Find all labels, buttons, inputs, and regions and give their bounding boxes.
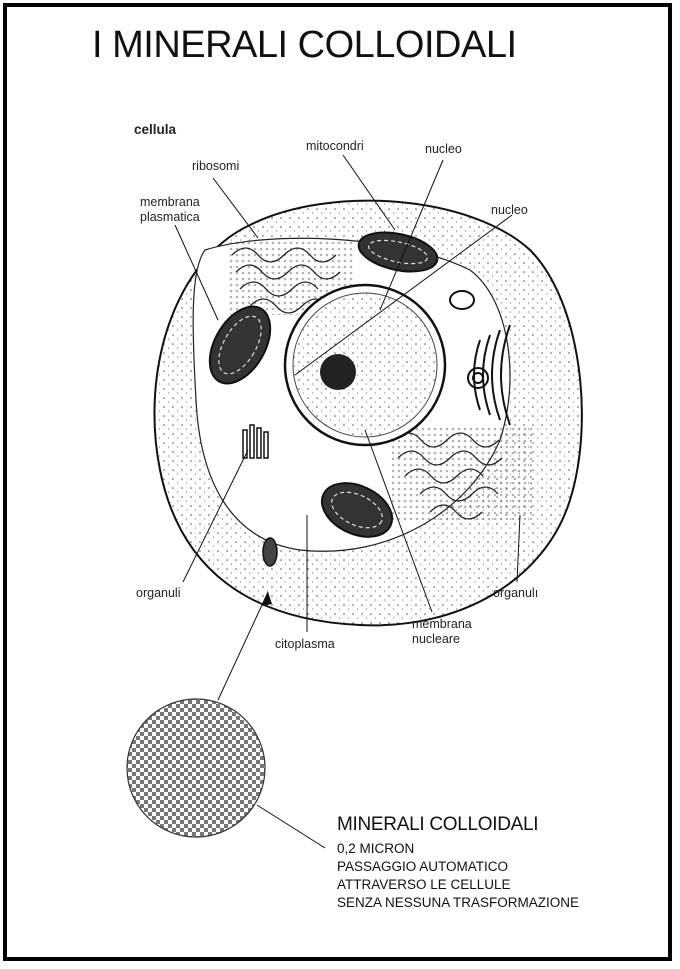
label-nucleo-right: nucleo [491,203,528,218]
label-mitocondri: mitocondri [306,139,364,154]
label-organuli-left: organuli [136,586,180,601]
label-membrana-nucleare: membrana nucleare [412,617,472,647]
label-nucleo-top: nucleo [425,142,462,157]
caption-line: 0,2 MICRON [337,840,579,858]
colloidal-particle [127,699,265,837]
label-ribosomi: ribosomi [192,159,239,174]
caption-line: PASSAGGIO AUTOMATICO [337,858,579,876]
caption-heading: MINERALI COLLOIDALI [337,814,579,836]
label-membrana-plasmatica: membrana plasmatica [140,195,200,225]
caption-line: SENZA NESSUNA TRASFORMAZIONE [337,894,579,912]
label-citoplasma: citoplasma [275,637,335,652]
endoplasmic-reticulum-lower [392,425,532,520]
label-organuli-right: organulı [493,586,538,601]
colloid-caption: MINERALI COLLOIDALI 0,2 MICRON PASSAGGIO… [337,814,579,912]
caption-line: ATTRAVERSO LE CELLULE [337,876,579,894]
label-cellula: cellula [134,122,176,138]
